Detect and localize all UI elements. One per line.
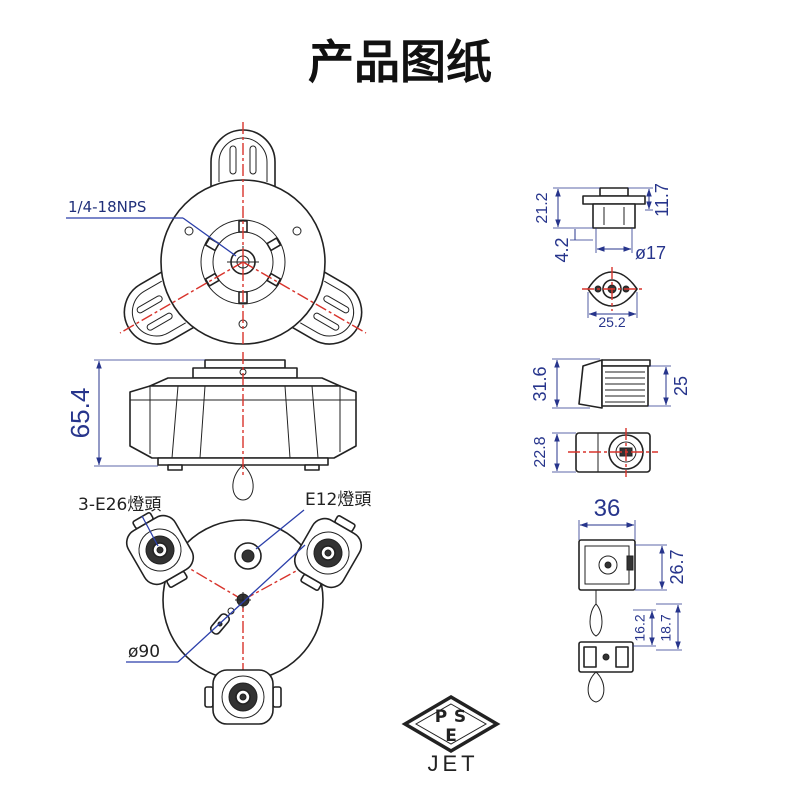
top-view-arm-detail-right	[300, 280, 355, 337]
jet-label: JET	[427, 751, 478, 776]
e12-body	[592, 203, 636, 229]
side-rib	[199, 385, 206, 459]
e26-front-switch-center	[604, 561, 612, 569]
top-view: 1/4-18NPS	[66, 122, 367, 345]
socket-thread	[138, 528, 182, 572]
socket-contact-center	[156, 546, 164, 554]
e12-height-dim: 21.2	[534, 192, 551, 223]
socket-thread	[306, 531, 350, 575]
thread-spec-leader	[182, 217, 237, 257]
e26-lower-chain-loop	[587, 671, 605, 703]
pse-letter-s: S	[454, 707, 466, 727]
e12-side-view: 21.2 11.7 4.2 ø17	[534, 183, 672, 263]
e26-lower-tab	[583, 646, 597, 668]
e12-base-dim: 4.2	[552, 237, 572, 262]
e12-cap-dim: 11.7	[652, 183, 672, 217]
e12-socket-contact	[241, 549, 255, 563]
side-rib	[311, 385, 319, 459]
side-foot	[167, 464, 183, 471]
screw-hole	[292, 226, 302, 236]
e26-socket-left	[125, 512, 195, 588]
side-view: 65.4	[65, 352, 357, 501]
thread-spec-label: 1/4-18NPS	[68, 198, 146, 216]
arm-slot	[313, 312, 340, 331]
e12-top-view: 25.2	[582, 267, 643, 330]
e12-top-nub	[599, 187, 629, 197]
pse-certification-mark: P S E JET	[401, 694, 501, 776]
arm-slot	[136, 295, 163, 314]
height-dimension: 65.4	[65, 388, 95, 439]
pull-chain-loop	[232, 464, 254, 501]
e12-diameter-dim: ø17	[635, 243, 666, 263]
e26-front-tab	[626, 555, 634, 571]
e26-depth-dim: 22.8	[532, 436, 549, 467]
e26-socket-bottom	[204, 669, 282, 725]
e26-front-chain-loop	[589, 603, 603, 637]
e12-socket-label: E12燈頭	[305, 490, 371, 510]
screw-hole	[184, 226, 194, 236]
e26-body-dim: 26.7	[667, 549, 687, 584]
pse-diamond-inner	[414, 703, 488, 745]
side-foot	[304, 464, 320, 471]
e12-flange	[582, 195, 646, 205]
e26-lower-view: 16.2 18.7	[578, 603, 682, 703]
e26-lower-tab	[615, 646, 629, 668]
side-rib	[284, 385, 291, 459]
e26-side-flap	[578, 359, 603, 409]
arm-inner-outline	[300, 280, 355, 337]
e26-front-view: 36 26.7	[578, 495, 687, 637]
e26-top-view: 22.8	[532, 428, 658, 477]
side-upper-flange	[149, 377, 341, 387]
e26-side-cap	[601, 359, 651, 367]
page-title: 产品图纸	[308, 35, 492, 89]
bottom-view: 3-E26燈頭 E12燈頭 ø90	[78, 490, 371, 725]
diameter-dimension: ø90	[128, 642, 160, 662]
arm-slot	[146, 312, 173, 331]
e26-side-view: 31.6 25	[530, 358, 691, 409]
side-rib	[171, 385, 179, 459]
top-view-arm-detail-left	[131, 280, 186, 337]
hub-slot	[266, 237, 282, 252]
e26-height-dim: 31.6	[530, 366, 550, 401]
pse-diamond-icon	[401, 694, 501, 754]
pse-letter-p: P	[435, 707, 447, 727]
e26-socket-label: 3-E26燈頭	[78, 495, 161, 515]
side-top-plate	[204, 359, 286, 369]
arm-slot	[249, 145, 257, 175]
e26-socket-leader	[141, 515, 159, 547]
socket-ear	[272, 686, 282, 708]
e12-width-dim: 25.2	[598, 314, 625, 330]
centerline-right-arm	[242, 261, 367, 334]
centerline-left-arm	[119, 261, 244, 334]
hub-outer-ring	[200, 219, 286, 305]
socket-contact-center	[324, 549, 332, 557]
arm-inner-outline	[131, 280, 186, 337]
arm-slot	[229, 145, 237, 175]
e26-thread-dim: 25	[671, 376, 691, 396]
e26-socket-right	[293, 515, 363, 591]
e26-width-dim: 36	[594, 495, 621, 522]
e26-front-switch	[598, 555, 618, 575]
e26-lower-screw	[602, 653, 610, 661]
arm-slot	[323, 295, 350, 314]
e12-socket-leader	[255, 509, 305, 550]
socket-thread	[221, 675, 265, 719]
diameter-leader	[177, 544, 306, 663]
e26-side-thread-body	[601, 365, 649, 407]
pse-letter-e: E	[445, 726, 457, 746]
e26-lower-dim-a: 16.2	[632, 614, 648, 641]
e26-lower-dim-b: 18.7	[658, 614, 674, 641]
socket-contact-center	[239, 693, 247, 701]
socket-ear	[204, 686, 214, 708]
top-view-outline	[123, 129, 363, 345]
